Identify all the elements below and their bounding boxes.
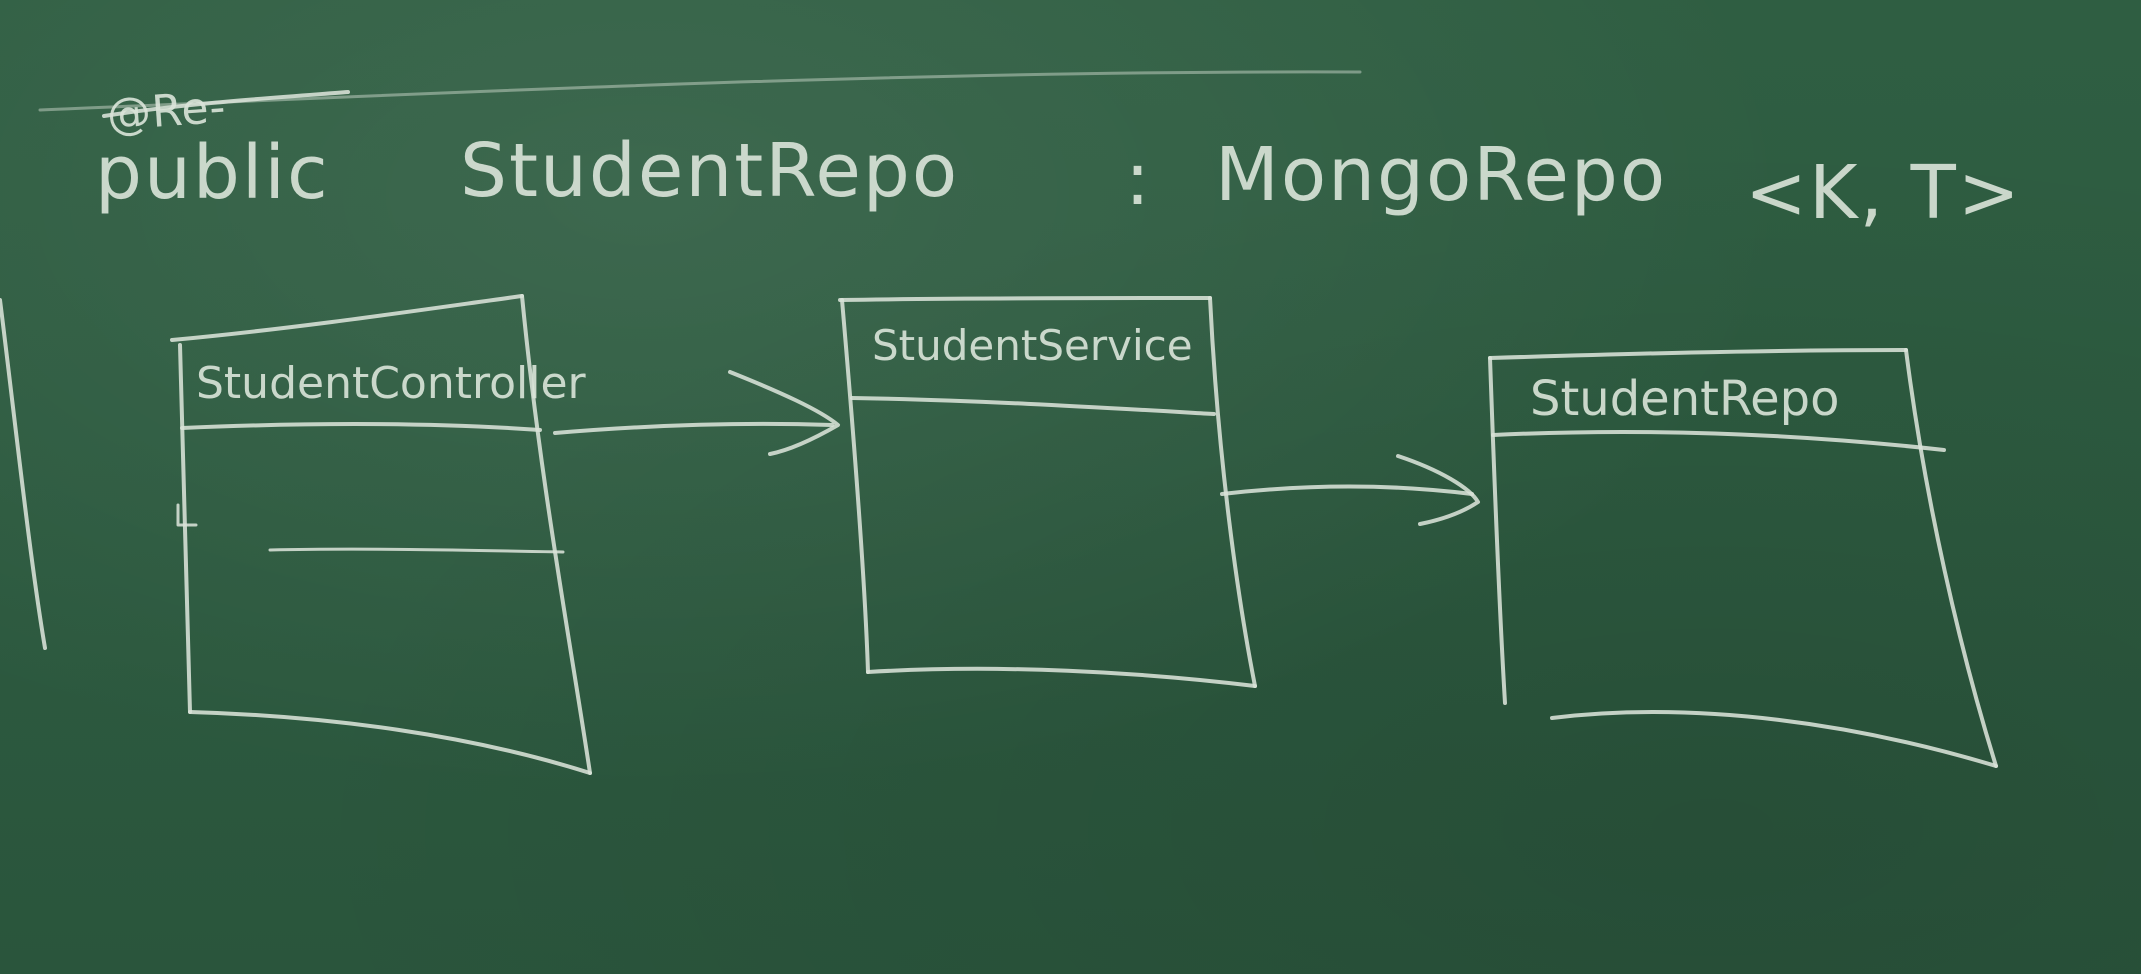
repository-box-left-edge xyxy=(1488,356,1507,705)
controller-box-divider-2 xyxy=(268,547,565,554)
controller-box-tick xyxy=(176,503,198,527)
keyword-public: public xyxy=(95,130,330,216)
board-margin-line xyxy=(0,298,47,650)
service-box-bottom-edge xyxy=(866,666,1257,688)
controller-box-bottom-edge xyxy=(188,710,592,775)
repository-box-bottom-edge xyxy=(1550,710,1998,768)
service-box-right-edge xyxy=(1208,296,1257,688)
service-box-left-edge xyxy=(840,298,870,674)
class-name: StudentRepo xyxy=(460,128,959,214)
arrow-shaft xyxy=(553,421,834,435)
service-box-top-edge xyxy=(838,296,1212,302)
type-parameters: <K, T> xyxy=(1745,150,2022,236)
arrow-head xyxy=(1396,454,1480,526)
arrow-service-to-repository xyxy=(1220,454,1480,526)
service-box: StudentService xyxy=(838,296,1257,688)
controller-box-divider xyxy=(180,422,542,432)
board-rule-line xyxy=(38,70,1362,112)
inheritance-colon: : xyxy=(1125,136,1152,222)
controller-box-top-edge xyxy=(170,294,524,342)
base-class-name: MongoRepo xyxy=(1215,132,1667,218)
arrow-shaft xyxy=(1220,484,1474,496)
strike-through-line xyxy=(102,90,350,118)
repository-box-right-edge xyxy=(1904,348,1998,768)
repository-box-top-edge xyxy=(1488,348,1908,360)
repository-box-title: StudentRepo xyxy=(1530,371,1840,427)
controller-box: StudentController xyxy=(170,294,592,775)
controller-box-left-edge xyxy=(178,343,192,714)
repository-box-divider xyxy=(1491,429,1946,452)
controller-box-right-edge xyxy=(520,294,592,775)
controller-box-title: StudentController xyxy=(196,358,587,409)
service-box-title: StudentService xyxy=(872,321,1193,370)
arrow-head xyxy=(728,370,840,456)
arrow-controller-to-service xyxy=(553,370,840,456)
repository-box: StudentRepo xyxy=(1488,348,1998,768)
service-box-divider xyxy=(850,396,1216,416)
